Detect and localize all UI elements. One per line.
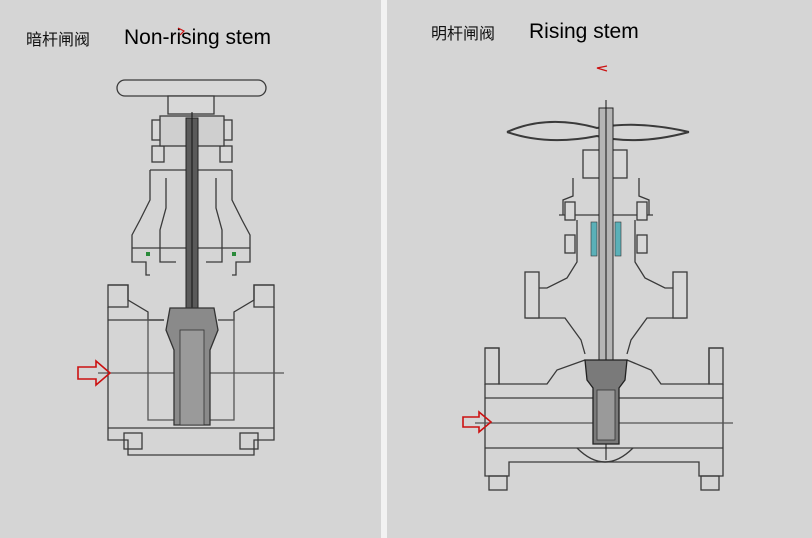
red-pointer-mark	[177, 27, 186, 36]
packing-left	[590, 221, 598, 257]
handwheel	[116, 79, 267, 97]
handwheel-rim	[506, 120, 690, 133]
packing-right	[614, 221, 622, 257]
panel-divider	[381, 0, 387, 538]
handwheel-hub	[167, 95, 215, 115]
non-rising-stem-panel: 暗杆闸阀 Non-rising stem	[0, 0, 381, 538]
rising-stem-en-label: Rising stem	[529, 20, 639, 43]
non-rising-stem-en-label: Non-rising stem	[124, 26, 272, 49]
flow-arrow-left	[77, 359, 112, 387]
red-pointer-mark	[596, 65, 608, 72]
non-rising-stem-cn-label: 暗杆闸阀	[26, 30, 91, 49]
rising-stem-cn-label: 明杆闸阀	[431, 24, 496, 43]
rising-stem-panel: 明杆闸阀 Rising stem	[387, 0, 812, 538]
non-rising-stem-valve-drawing	[77, 27, 284, 456]
flow-arrow-right	[462, 410, 493, 434]
rising-stem-valve-drawing	[462, 65, 733, 491]
